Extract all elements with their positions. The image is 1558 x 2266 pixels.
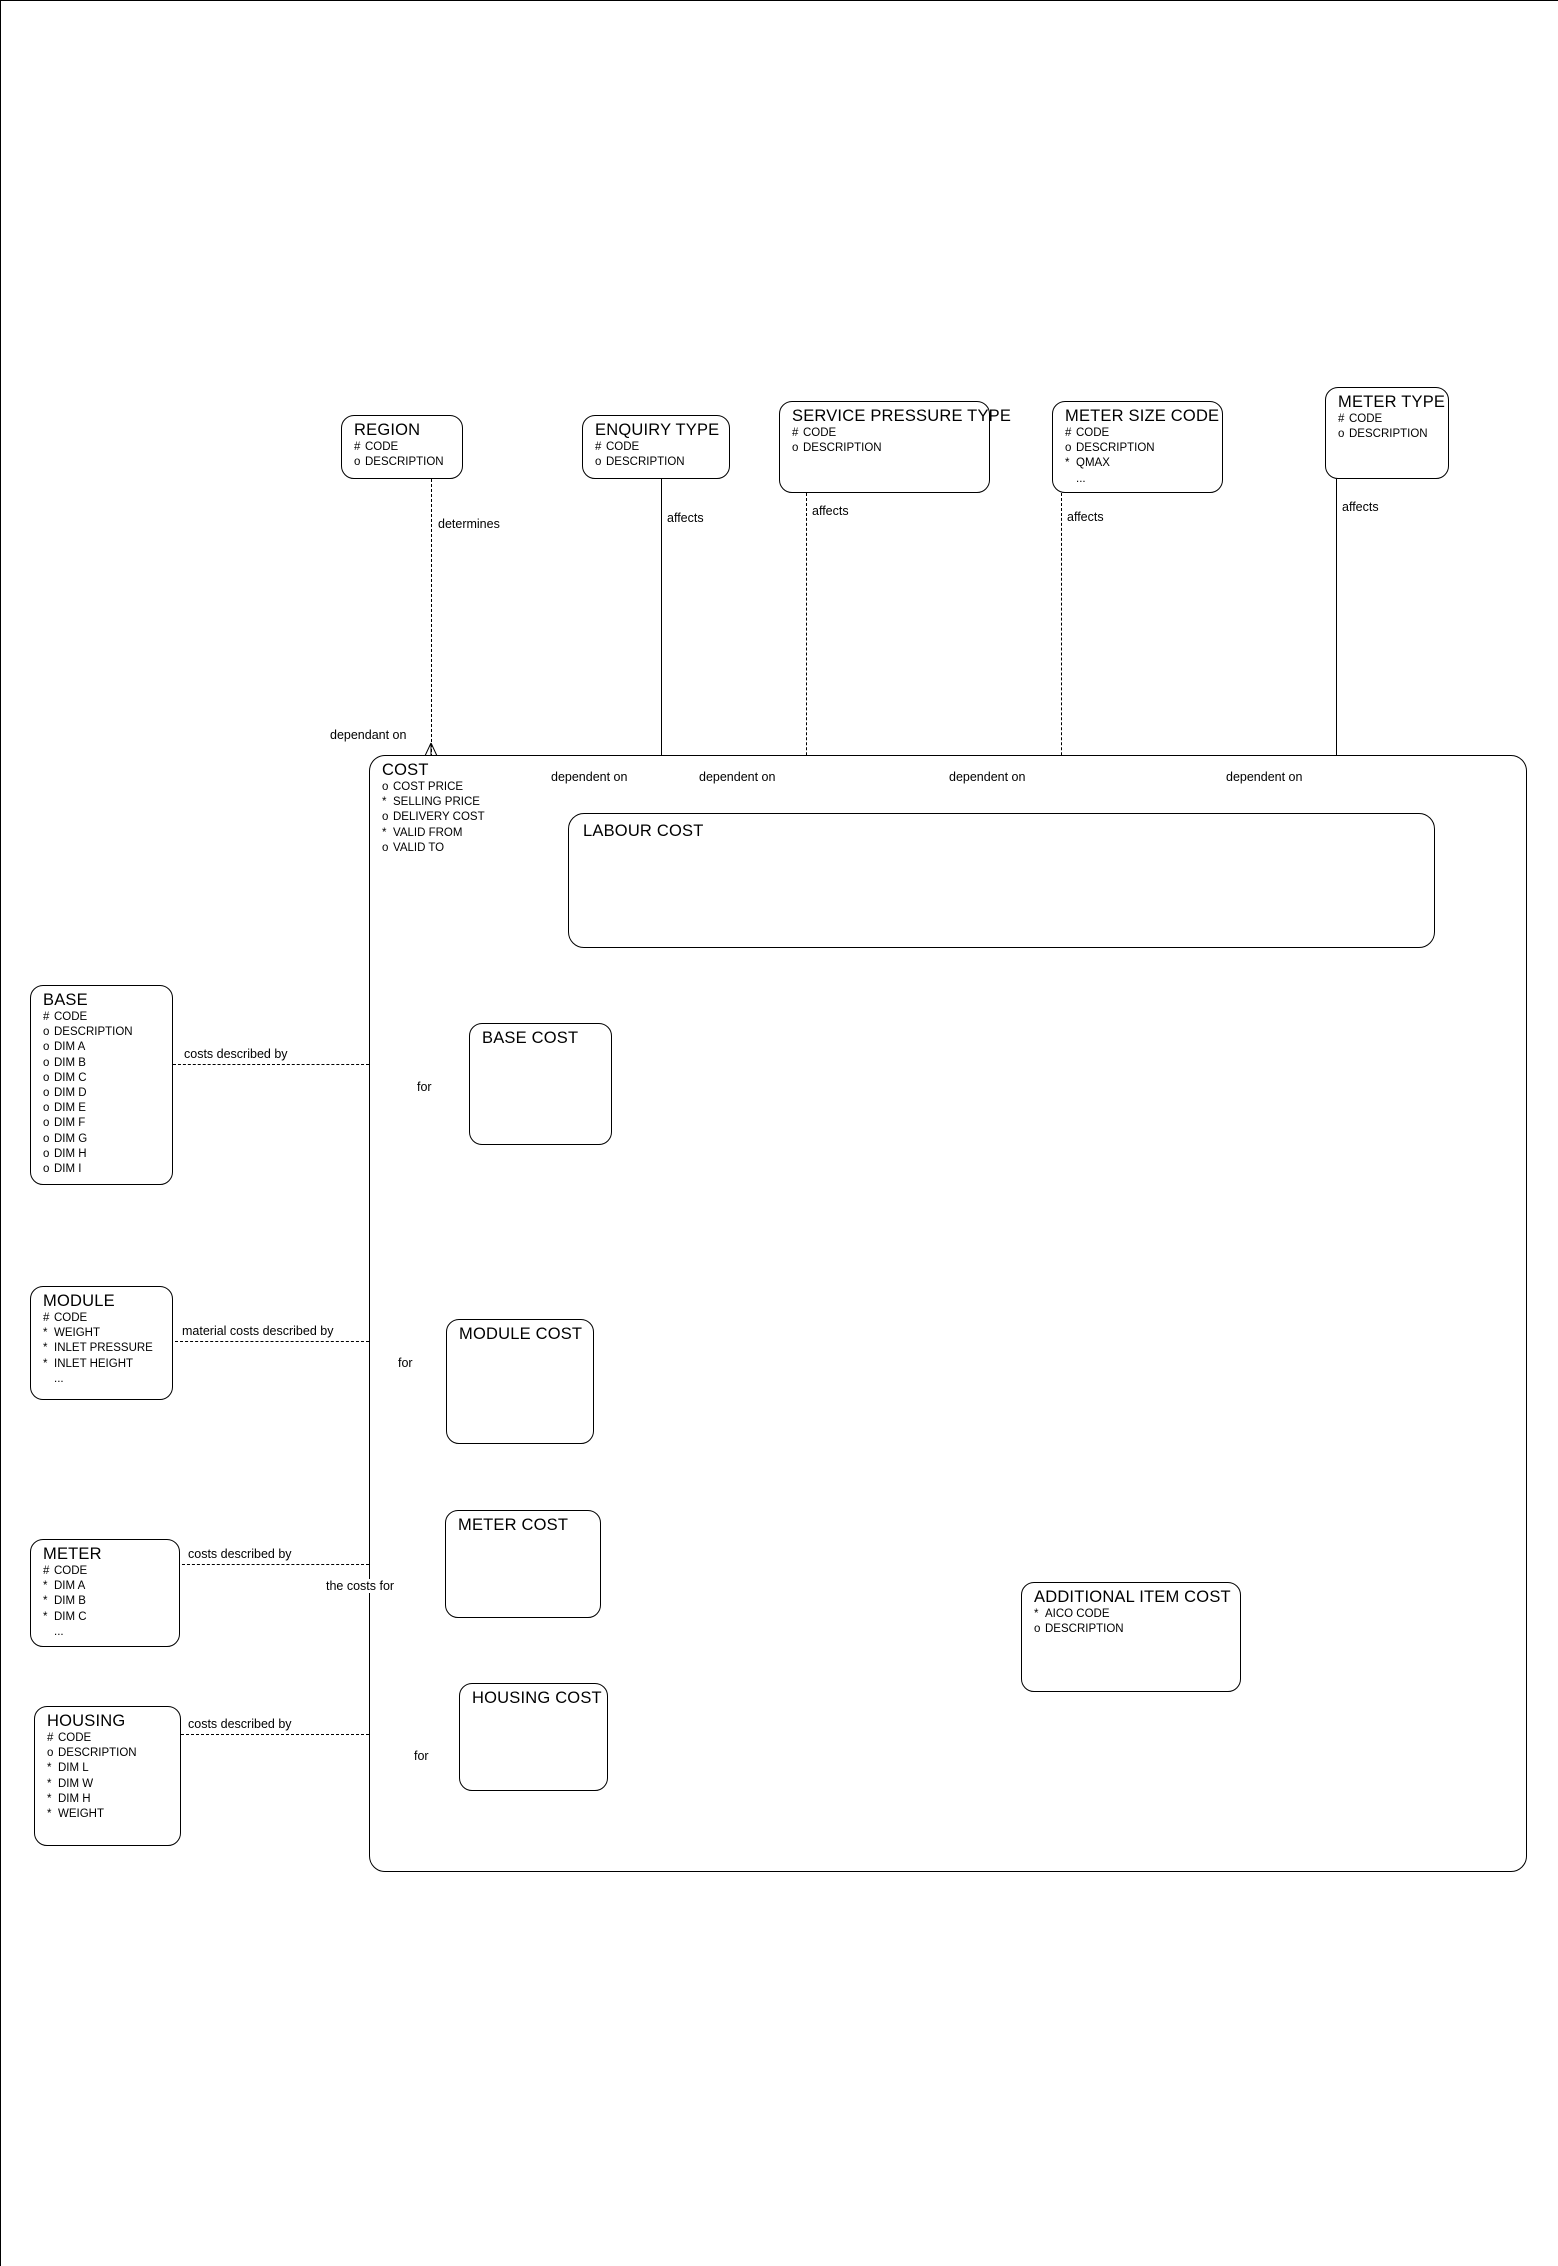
label-costs-described-by-base: costs described by — [183, 1047, 289, 1061]
entity-module[interactable]: MODULE #CODE *WEIGHT *INLET PRESSURE *IN… — [30, 1286, 173, 1400]
entity-enquiry-type-name: ENQUIRY TYPE — [595, 421, 720, 439]
entity-housing-cost-name: HOUSING COST — [472, 1689, 602, 1707]
entity-module-cost[interactable]: MODULE COST — [446, 1319, 594, 1444]
label-dependant-on: dependant on — [329, 728, 408, 742]
entity-labour-cost-name: LABOUR COST — [583, 822, 704, 840]
label-material-costs-described-by: material costs described by — [181, 1324, 335, 1338]
connector-enquiry-cost — [661, 479, 662, 781]
label-dependent-on-3: dependent on — [948, 770, 1027, 784]
connector-module-modulecost-dashed — [175, 1341, 369, 1342]
connector-service-pressure-labour — [806, 493, 807, 815]
label-for-housing: for — [413, 1749, 430, 1763]
entity-housing-cost[interactable]: HOUSING COST — [459, 1683, 608, 1791]
entity-service-pressure-type-name: SERVICE PRESSURE TYPE — [792, 407, 1012, 425]
entity-base-cost-name: BASE COST — [482, 1029, 579, 1047]
entity-meter-attributes: #CODE *DIM A *DIM B *DIM C ... — [43, 1565, 88, 1638]
label-dependent-on-1: dependent on — [550, 770, 629, 784]
entity-base-cost[interactable]: BASE COST — [469, 1023, 612, 1145]
entity-meter-size-code-name: METER SIZE CODE — [1065, 407, 1220, 425]
label-for-module: for — [397, 1356, 414, 1370]
entity-cost-name: COST — [382, 761, 429, 779]
entity-meter-type-name: METER TYPE — [1338, 393, 1446, 411]
connector-base-basecost-dashed — [173, 1064, 369, 1065]
connector-region-cost — [431, 479, 432, 757]
entity-region-name: REGION — [354, 421, 421, 439]
label-determines: determines — [437, 517, 501, 531]
entity-housing-name: HOUSING — [47, 1712, 126, 1730]
connector-meter-size-labour — [1061, 493, 1062, 815]
label-affects-meter-size: affects — [1066, 510, 1105, 524]
label-costs-described-by-meter: costs described by — [187, 1547, 293, 1561]
connector-meter-type-labour — [1336, 479, 1337, 815]
entity-meter-name: METER — [43, 1545, 102, 1563]
connector-housing-housingcost-dashed — [181, 1734, 369, 1735]
label-for-base: for — [416, 1080, 433, 1094]
entity-meter-cost[interactable]: METER COST — [445, 1510, 601, 1618]
label-costs-described-by-housing: costs described by — [187, 1717, 293, 1731]
entity-meter-cost-name: METER COST — [458, 1516, 569, 1534]
entity-module-attributes: #CODE *WEIGHT *INLET PRESSURE *INLET HEI… — [43, 1312, 153, 1385]
label-affects-enquiry: affects — [666, 511, 705, 525]
entity-module-name: MODULE — [43, 1292, 115, 1310]
label-the-costs-for: the costs for — [325, 1579, 396, 1593]
label-affects-meter-type: affects — [1341, 500, 1380, 514]
entity-labour-cost[interactable]: LABOUR COST — [568, 813, 1435, 948]
label-affects-service-pressure: affects — [811, 504, 850, 518]
entity-meter[interactable]: METER #CODE *DIM A *DIM B *DIM C ... — [30, 1539, 180, 1647]
label-dependent-on-2: dependent on — [698, 770, 777, 784]
entity-additional-item-cost-name: ADDITIONAL ITEM COST — [1034, 1588, 1231, 1606]
entity-module-cost-name: MODULE COST — [459, 1325, 583, 1343]
entity-base-name: BASE — [43, 991, 88, 1009]
connector-meter-metercost-dashed — [177, 1564, 369, 1565]
label-dependent-on-4: dependent on — [1225, 770, 1304, 784]
